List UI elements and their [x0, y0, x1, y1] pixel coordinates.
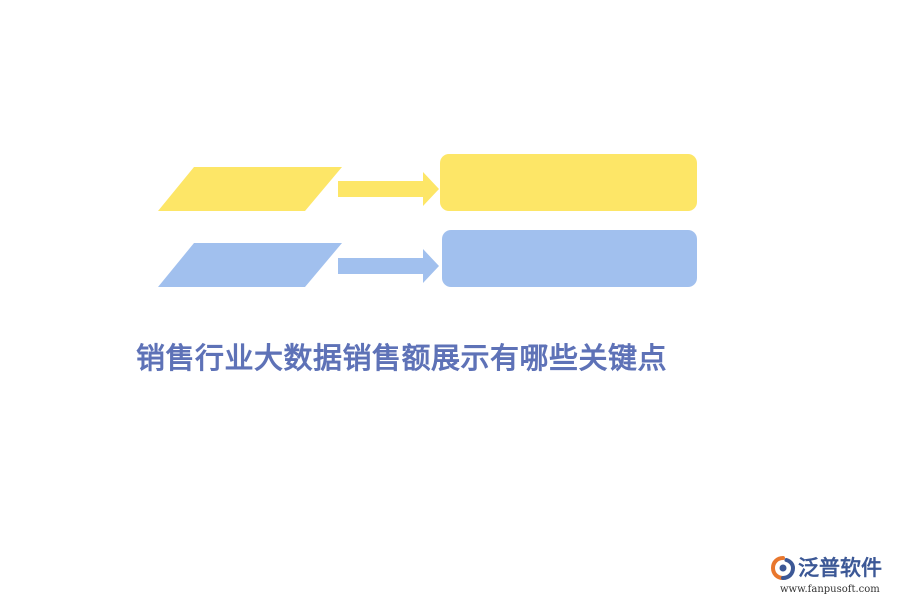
brand-logo: 泛普软件 www.fanpusoft.com [768, 552, 896, 598]
arrow-right-2 [338, 249, 439, 283]
brand-logo-icon [770, 556, 796, 580]
brand-logo-url: www.fanpusoft.com [780, 584, 880, 595]
result-box-2 [442, 230, 697, 287]
input-parallelogram-1 [158, 167, 342, 211]
brand-logo-name: 泛普软件 [798, 556, 882, 580]
flow-diagram [158, 154, 697, 287]
arrow-right-1 [338, 172, 439, 206]
page-title: 销售行业大数据销售额展示有哪些关键点 [136, 341, 668, 375]
logo-mark-blue [781, 558, 796, 580]
logo-mark-dot [779, 564, 787, 572]
diagram-row-2 [158, 230, 697, 287]
input-parallelogram-2 [158, 243, 342, 287]
diagram-row-1 [158, 154, 697, 211]
logo-mark-orange [770, 556, 785, 580]
result-box-1 [440, 154, 697, 211]
